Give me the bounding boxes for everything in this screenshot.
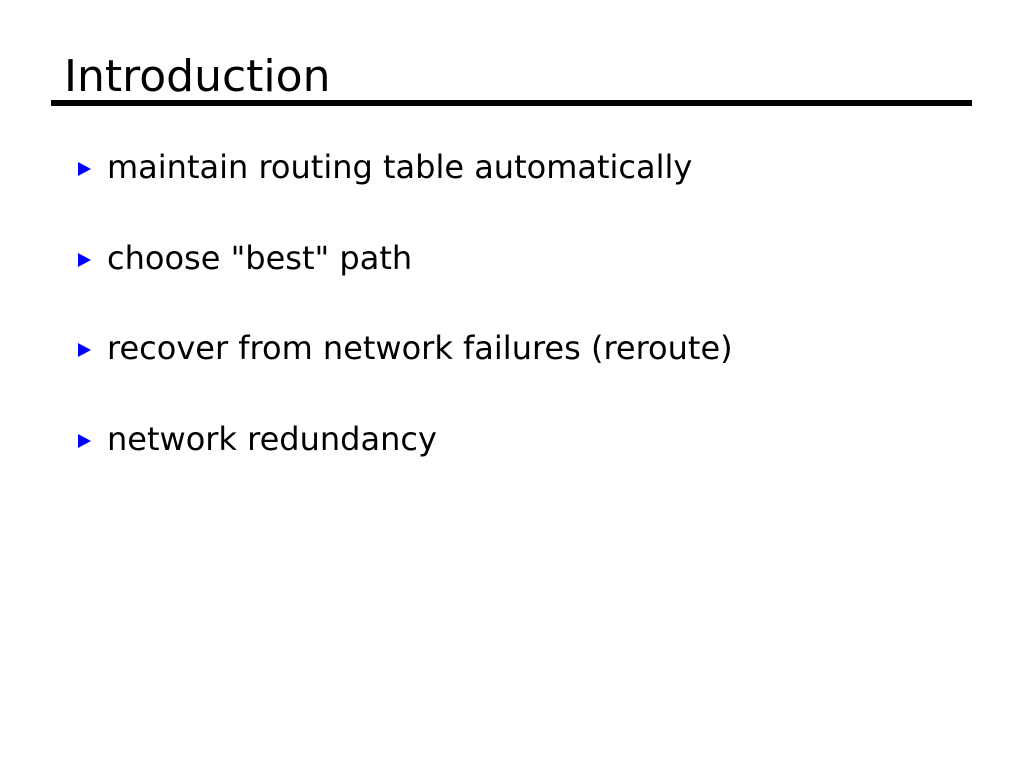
triangle-right-icon (78, 162, 91, 176)
triangle-right-icon (78, 433, 91, 448)
list-item-label: maintain routing table automatically (107, 148, 693, 186)
triangle-right-icon (78, 252, 91, 267)
list-item-label: recover from network failures (reroute) (107, 329, 733, 367)
triangle-right-icon (78, 343, 91, 357)
list-item: recover from network failures (reroute) (78, 329, 978, 420)
bullet-list: maintain routing table automatically cho… (78, 148, 978, 510)
list-item-label: network redundancy (107, 419, 437, 458)
list-item: choose "best" path (78, 239, 978, 330)
list-item: network redundancy (78, 420, 978, 511)
title-underline-rule (51, 100, 972, 106)
list-item-label: choose "best" path (107, 238, 413, 277)
page-title: Introduction (64, 51, 331, 102)
list-item: maintain routing table automatically (78, 148, 978, 239)
